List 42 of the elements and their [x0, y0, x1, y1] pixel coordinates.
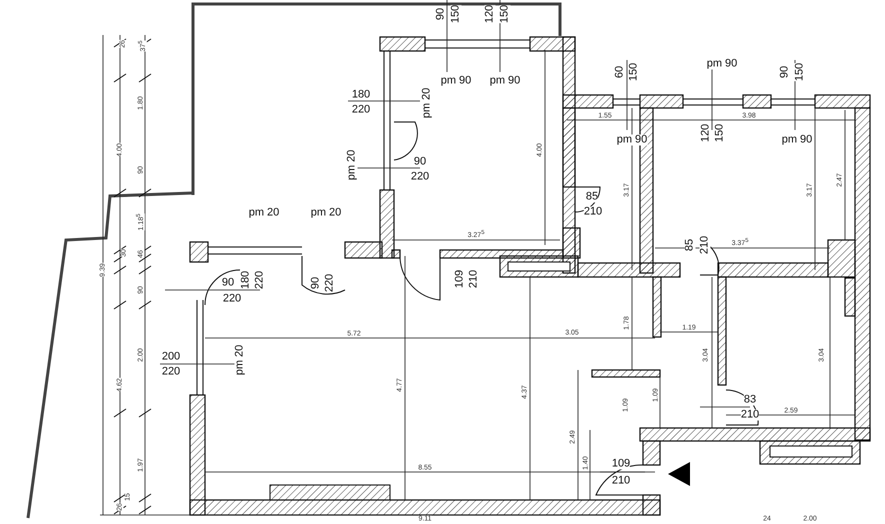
sill-height-note: pm 90: [782, 134, 812, 146]
opening-size: 90: [414, 156, 426, 168]
opening-size: 120: [700, 124, 712, 142]
opening-size: 210: [700, 236, 710, 254]
opening-size: 120: [484, 4, 496, 24]
opening-size: 150: [450, 4, 462, 24]
sill-height-note: pm 20: [310, 208, 342, 218]
sill-height-note: pm 20: [248, 208, 280, 218]
opening-size: 109: [454, 270, 466, 288]
sill-height-note: pm 20: [422, 88, 432, 118]
opening-size: 210: [612, 476, 630, 486]
sill-height-note: pm 90: [706, 58, 738, 70]
opening-size: 220: [254, 270, 266, 290]
opening-size: 150: [794, 62, 806, 82]
sill-height-note: pm 90: [490, 76, 520, 86]
opening-size: 150: [628, 62, 640, 82]
opening-size: 220: [222, 294, 242, 304]
sill-height-note: pm 90: [616, 134, 648, 146]
opening-size: 220: [162, 366, 180, 378]
opening-size: 83: [744, 394, 756, 406]
opening-size: 90: [310, 276, 322, 290]
opening-size: 180: [352, 90, 370, 100]
opening-size: 60: [614, 66, 626, 78]
opening-size: 150: [714, 124, 726, 142]
opening-size: 220: [324, 274, 336, 292]
opening-size: 85: [586, 192, 598, 202]
opening-size: 90: [780, 66, 790, 78]
opening-size: 220: [352, 104, 370, 116]
opening-size: 220: [410, 172, 430, 182]
opening-size: 200: [162, 352, 180, 362]
opening-size: 210: [584, 206, 602, 218]
opening-size: 109: [612, 458, 630, 470]
sill-height-note: pm 20: [234, 344, 246, 376]
sill-height-note: pm 90: [440, 76, 472, 86]
opening-size: 90: [222, 278, 234, 288]
opening-size: 150: [500, 4, 510, 24]
opening-size: 210: [468, 270, 480, 288]
opening-size: 85: [684, 238, 696, 252]
sill-height-note: pm 20: [346, 150, 358, 180]
opening-size: 210: [740, 410, 760, 420]
opening-size: 90: [436, 8, 446, 20]
opening-size: 180: [240, 270, 252, 290]
